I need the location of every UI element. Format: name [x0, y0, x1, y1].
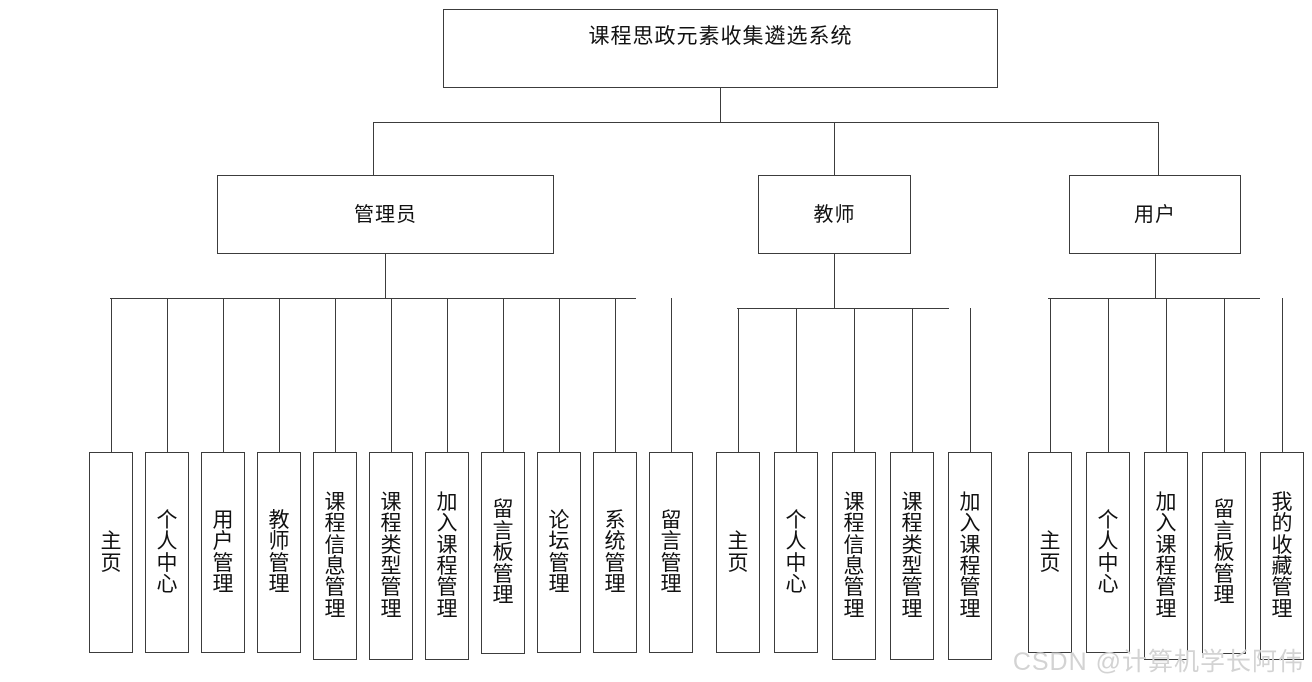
node-leaf-teacher-2: 个人中心	[774, 452, 818, 653]
connector-leaf-drop	[223, 298, 224, 452]
node-leaf-user-5: 我的收藏管理	[1260, 452, 1304, 660]
connector-drop-admin	[373, 122, 374, 175]
node-leaf-admin-11: 留言管理	[649, 452, 693, 653]
connector-leaf-drop	[1108, 298, 1109, 452]
node-leaf-user-2: 个人中心	[1086, 452, 1130, 653]
node-leaf-admin-1: 主页	[89, 452, 133, 653]
node-role-teacher: 教师	[758, 175, 911, 254]
connector-leaf-drop	[503, 298, 504, 452]
node-leaf-label: 我的收藏管理	[1271, 490, 1293, 621]
connector-leaf-drop	[912, 308, 913, 452]
node-leaf-user-3: 加入课程管理	[1144, 452, 1188, 660]
node-leaf-label: 课程类型管理	[380, 490, 402, 621]
node-role-admin-label: 管理员	[354, 204, 417, 226]
connector-user-stem	[1155, 254, 1156, 298]
connector-leaf-drop	[447, 298, 448, 452]
node-role-user-label: 用户	[1134, 204, 1176, 226]
csdn-watermark: CSDN @计算机学长阿伟	[1012, 648, 1304, 676]
node-leaf-label: 加入课程管理	[436, 490, 458, 621]
connector-leaf-drop	[111, 298, 112, 452]
node-leaf-label: 个人中心	[156, 508, 178, 596]
node-leaf-label: 留言板管理	[492, 498, 514, 608]
node-leaf-label: 个人中心	[1097, 508, 1119, 596]
node-leaf-label: 论坛管理	[548, 508, 570, 596]
connector-leaf-drop	[796, 308, 797, 452]
connector-leaf-drop	[738, 308, 739, 452]
connector-teacher-stem	[834, 254, 835, 308]
connector-admin-stem	[385, 254, 386, 298]
node-leaf-label: 个人中心	[785, 508, 807, 596]
connector-leaf-drop	[615, 298, 616, 452]
node-leaf-label: 留言板管理	[1213, 498, 1235, 608]
node-leaf-teacher-5: 加入课程管理	[948, 452, 992, 660]
connector-teacher-bus	[737, 308, 949, 309]
connector-leaf-drop	[335, 298, 336, 452]
node-leaf-admin-10: 系统管理	[593, 452, 637, 653]
node-leaf-label: 系统管理	[604, 508, 626, 596]
node-role-teacher-label: 教师	[813, 204, 856, 226]
connector-leaf-drop	[167, 298, 168, 452]
connector-top-bus	[373, 122, 1159, 123]
node-role-user: 用户	[1069, 175, 1241, 254]
node-leaf-label: 主页	[1039, 530, 1061, 575]
node-leaf-user-4: 留言板管理	[1202, 452, 1246, 654]
connector-leaf-drop	[854, 308, 855, 452]
node-leaf-admin-7: 加入课程管理	[425, 452, 469, 660]
node-leaf-teacher-4: 课程类型管理	[890, 452, 934, 660]
node-leaf-label: 主页	[100, 530, 122, 575]
connector-leaf-drop	[970, 308, 971, 452]
connector-leaf-drop	[391, 298, 392, 452]
node-leaf-label: 课程类型管理	[901, 490, 923, 621]
connector-leaf-drop	[1050, 298, 1051, 452]
node-leaf-label: 课程信息管理	[324, 490, 346, 621]
connector-leaf-drop	[1166, 298, 1167, 452]
node-leaf-label: 课程信息管理	[843, 490, 865, 621]
node-leaf-label: 加入课程管理	[959, 490, 981, 621]
node-leaf-admin-2: 个人中心	[145, 452, 189, 653]
node-leaf-admin-6: 课程类型管理	[369, 452, 413, 660]
connector-drop-user	[1158, 122, 1159, 175]
connector-user-bus	[1048, 298, 1260, 299]
node-leaf-admin-9: 论坛管理	[537, 452, 581, 653]
node-leaf-admin-8: 留言板管理	[481, 452, 525, 654]
node-leaf-teacher-1: 主页	[716, 452, 760, 653]
node-root-system: 课程思政元素收集遴选系统	[443, 9, 998, 88]
node-leaf-admin-5: 课程信息管理	[313, 452, 357, 660]
node-leaf-admin-3: 用户管理	[201, 452, 245, 653]
node-leaf-label: 主页	[727, 530, 749, 575]
connector-drop-teacher	[834, 122, 835, 175]
node-leaf-label: 加入课程管理	[1155, 490, 1177, 621]
node-leaf-label: 用户管理	[212, 508, 234, 596]
connector-leaf-drop	[279, 298, 280, 452]
node-leaf-user-1: 主页	[1028, 452, 1072, 653]
connector-leaf-drop	[1224, 298, 1225, 452]
connector-admin-bus	[110, 298, 636, 299]
node-leaf-admin-4: 教师管理	[257, 452, 301, 653]
node-leaf-label: 教师管理	[268, 508, 290, 596]
node-leaf-teacher-3: 课程信息管理	[832, 452, 876, 660]
node-root-label: 课程思政元素收集遴选系统	[588, 25, 853, 48]
node-leaf-label: 留言管理	[660, 508, 682, 596]
connector-leaf-drop	[671, 298, 672, 452]
connector-leaf-drop	[559, 298, 560, 452]
connector-root-stem	[720, 88, 721, 122]
connector-leaf-drop	[1282, 298, 1283, 452]
node-role-admin: 管理员	[217, 175, 554, 254]
